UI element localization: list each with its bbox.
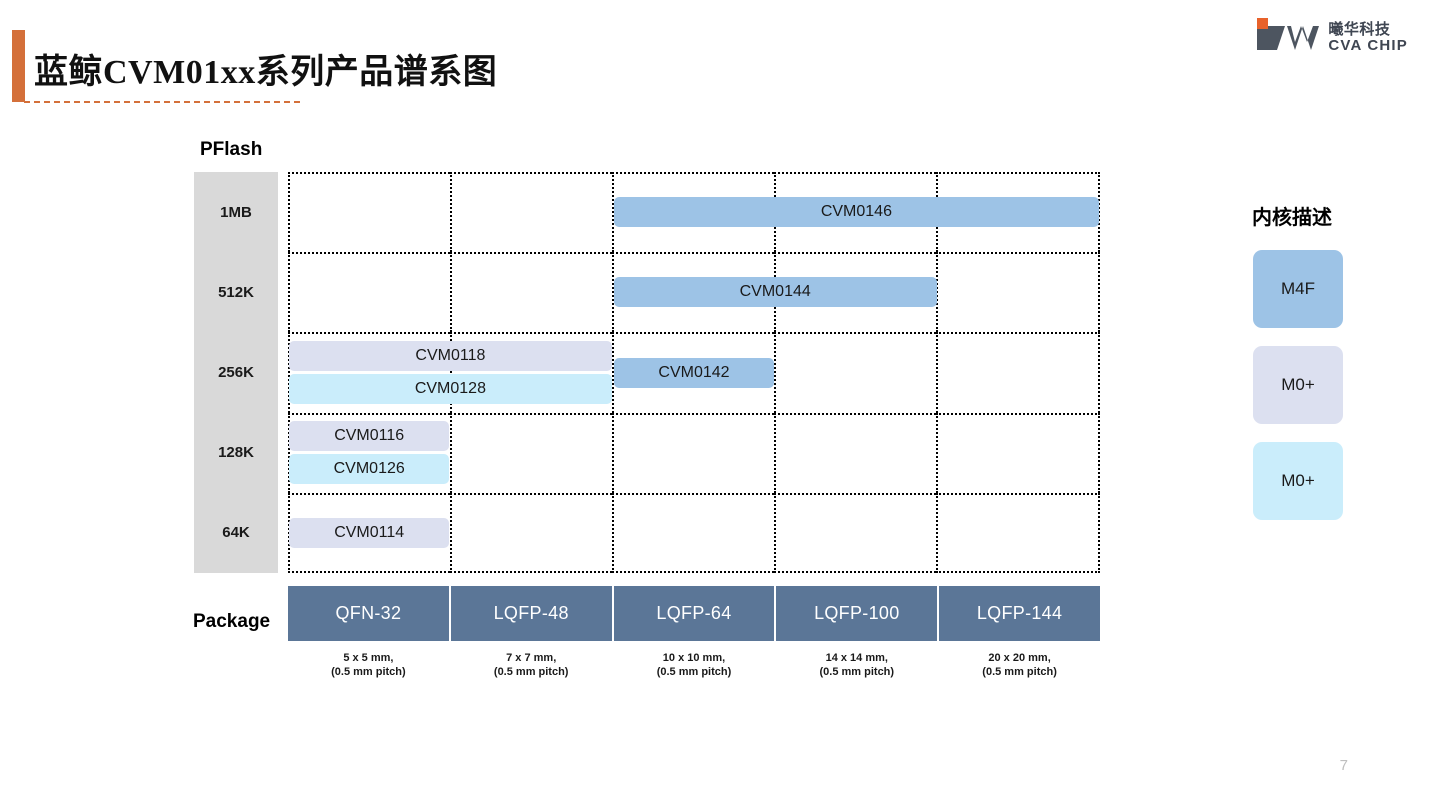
package-header-lqfp-100[interactable]: LQFP-100 [776,586,938,641]
package-dimension-pitch: (0.5 mm pitch) [819,665,895,678]
package-header-lqfp-64[interactable]: LQFP-64 [613,586,775,641]
page-number: 7 [1339,757,1348,774]
matrix-row [288,412,1100,493]
package-dimension-size: 14 x 14 mm, [825,652,888,664]
matrix-cell [936,252,1100,333]
cva-logo-icon [1253,18,1320,58]
matrix-cell [450,172,612,253]
title-accent-bar [12,30,25,102]
package-dimension-pitch: (0.5 mm pitch) [331,665,406,678]
page-title: 蓝鲸CVM01xx系列产品谱系图 [34,54,498,91]
package-dimensions-row: 5 x 5 mm,(0.5 mm pitch)7 x 7 mm,(0.5 mm … [288,652,1100,680]
legend-swatch-2: M0+ [1253,442,1343,520]
pflash-scale: 1MB 512K 256K 128K 64K [194,172,278,573]
pflash-tick: 1MB [220,203,252,221]
package-dimension-size: 5 x 5 mm, [343,652,394,664]
package-dimension-size: 10 x 10 mm, [662,652,726,664]
matrix-cell [450,412,612,493]
matrix-cell [612,172,774,253]
product-bar-cvm0116[interactable]: CVM0116 [289,420,450,451]
matrix-cell [936,412,1100,493]
package-header-lqfp-144[interactable]: LQFP-144 [939,586,1100,641]
pflash-tick: 256K [218,364,254,381]
package-dimension-caption: 10 x 10 mm,(0.5 mm pitch) [614,652,775,680]
matrix-cell [936,492,1100,573]
matrix-cell [288,172,450,253]
logo-name-cn: 曦华科技 [1328,20,1391,38]
product-bar-cvm0128[interactable]: CVM0128 [289,373,612,404]
package-dimension-size: 7 x 7 mm, [506,652,557,664]
package-header-lqfp-48[interactable]: LQFP-48 [450,586,612,641]
title-dashed-rule [24,101,300,103]
logo-accent-square-icon [1257,18,1269,29]
product-bar-cvm0114[interactable]: CVM0114 [289,517,450,548]
brand-logo: 曦华科技 CVA CHIP [1253,18,1408,58]
package-axis-label: Package [193,611,271,632]
pflash-tick: 512K [218,283,254,301]
pflash-tick: 128K [218,444,254,462]
package-dimension-pitch: (0.5 mm pitch) [656,665,732,678]
product-bar-cvm0146[interactable]: CVM0146 [613,197,1099,228]
matrix-cell [612,492,774,573]
matrix-cell [288,252,450,333]
pflash-axis-label: PFlash [200,139,263,160]
package-dimension-pitch: (0.5 mm pitch) [982,665,1057,678]
package-header-qfn-32[interactable]: QFN-32 [288,586,449,641]
pflash-tick: 64K [222,524,250,542]
matrix-cell [450,492,612,573]
legend-items: M4F M0+ M0+ [1253,250,1343,520]
legend-title: 内核描述 [1252,207,1332,229]
package-dimension-pitch: (0.5 mm pitch) [493,665,569,678]
logo-text: 曦华科技 CVA CHIP [1328,20,1408,54]
legend-swatch-0: M4F [1253,250,1343,328]
package-dimension-size: 20 x 20 mm, [988,652,1051,664]
matrix-cell [774,492,936,573]
matrix-row [288,332,1100,413]
matrix-cell [450,332,612,413]
product-bar-cvm0118[interactable]: CVM0118 [289,340,612,371]
product-bar-cvm0144[interactable]: CVM0144 [613,277,937,308]
matrix-cell [288,332,450,413]
matrix-cell [774,332,936,413]
product-bar-cvm0142[interactable]: CVM0142 [613,357,775,388]
matrix-cell [774,412,936,493]
package-dimension-caption: 20 x 20 mm,(0.5 mm pitch) [939,652,1100,680]
package-dimension-caption: 7 x 7 mm,(0.5 mm pitch) [451,652,612,680]
matrix-cell [450,252,612,333]
package-dimension-caption: 14 x 14 mm,(0.5 mm pitch) [776,652,937,680]
matrix-cell [612,412,774,493]
matrix-cell [612,332,774,413]
legend-swatch-1: M0+ [1253,346,1343,424]
matrix-cell [612,252,774,333]
product-bar-cvm0126[interactable]: CVM0126 [289,453,450,484]
matrix-cell [936,332,1100,413]
matrix-cell [288,412,450,493]
package-dimension-caption: 5 x 5 mm,(0.5 mm pitch) [288,652,449,680]
logo-name-en: CVA CHIP [1328,37,1408,54]
